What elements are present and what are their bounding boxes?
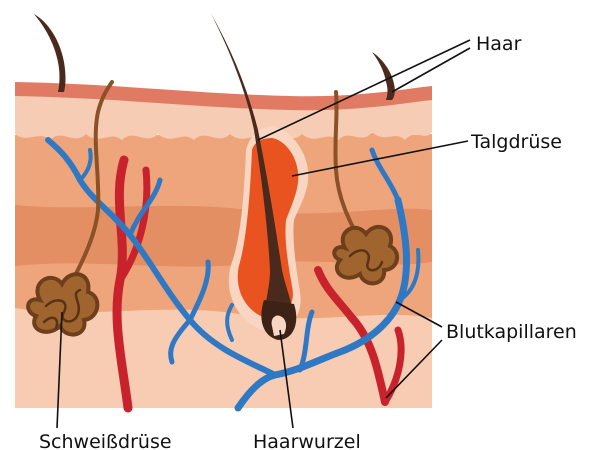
leader-hair-2: [392, 48, 470, 92]
label-hair-root: Haarwurzel: [253, 431, 361, 450]
label-hair: Haar: [476, 33, 522, 55]
label-sweat-gland: Schweißdrüse: [39, 431, 172, 450]
label-sebaceous-gland: Talgdrüse: [470, 131, 562, 153]
small-hair-left: [34, 14, 66, 92]
label-capillaries: Blutkapillaren: [446, 321, 577, 343]
